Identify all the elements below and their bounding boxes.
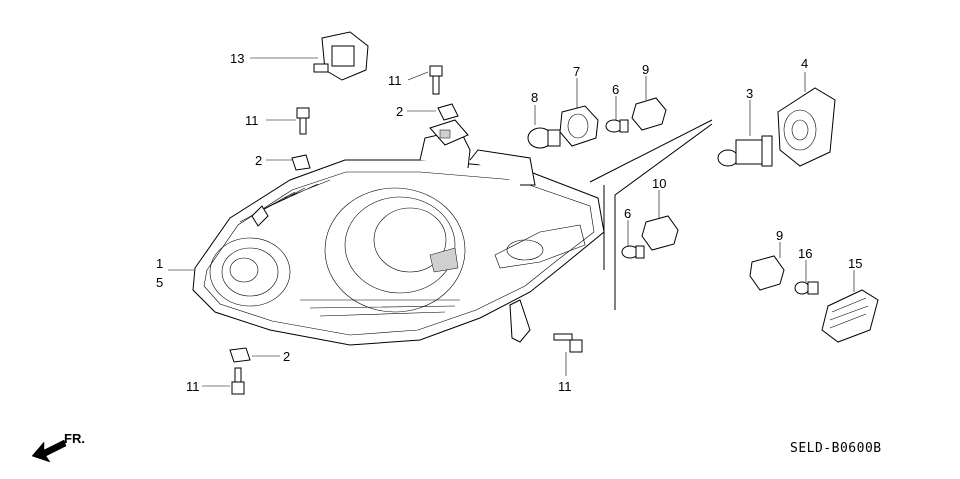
- bolt-bottom: [553, 333, 583, 353]
- clip-bottom: [229, 347, 251, 363]
- callout-11-bottom-left: 11: [186, 379, 200, 394]
- callout-1: 1: [156, 256, 163, 271]
- callout-labels: 13 11 2 11 2 1 5 2 11 11 8 7 6 9 3 4 10 …: [156, 51, 862, 394]
- callout-5: 5: [156, 275, 163, 290]
- callout-6-lower: 6: [624, 206, 631, 221]
- leader-lines: [168, 57, 855, 387]
- callout-3: 3: [746, 86, 753, 101]
- callout-15: 15: [848, 256, 862, 271]
- divider-right: [614, 123, 713, 310]
- callout-13: 13: [230, 51, 244, 66]
- front-arrow: FR.: [31, 431, 85, 463]
- socket-7: [559, 105, 599, 147]
- callout-7: 7: [573, 64, 580, 79]
- callout-6-top: 6: [612, 82, 619, 97]
- divider-top: [589, 119, 713, 183]
- callout-9-lower: 9: [776, 228, 783, 243]
- callout-11-bottom: 11: [558, 379, 572, 394]
- callout-9-top: 9: [642, 62, 649, 77]
- bolt-top: [429, 65, 443, 95]
- leveling-motor: [313, 31, 369, 81]
- headlight-assembly: [192, 119, 605, 346]
- callout-11-left: 11: [245, 113, 259, 128]
- socket-9-lower: [749, 255, 785, 291]
- bulb-3: [717, 135, 773, 167]
- diagram-code: SELD-B0600B: [790, 441, 882, 456]
- callout-8: 8: [531, 90, 538, 105]
- socket-10: [641, 215, 679, 251]
- bulb-16: [794, 281, 819, 295]
- socket-9-top: [631, 97, 667, 131]
- front-marker-label: FR.: [64, 431, 85, 446]
- bulb-6-top: [605, 119, 629, 133]
- clip-left: [291, 154, 311, 171]
- callout-2-left: 2: [255, 153, 262, 168]
- bolt-left-upper: [296, 107, 310, 135]
- bulb-6-lower: [621, 245, 645, 259]
- callout-10: 10: [652, 176, 666, 191]
- callout-16: 16: [798, 246, 812, 261]
- dust-cap-4: [777, 87, 836, 167]
- callout-2-bottom: 2: [283, 349, 290, 364]
- callout-2-top: 2: [396, 104, 403, 119]
- callout-4: 4: [801, 56, 808, 71]
- clip-top: [437, 103, 459, 121]
- bulb-8: [527, 127, 561, 149]
- side-marker-15: [821, 289, 879, 343]
- callout-11-top: 11: [388, 73, 402, 88]
- bolt-bottom-left: [231, 367, 245, 395]
